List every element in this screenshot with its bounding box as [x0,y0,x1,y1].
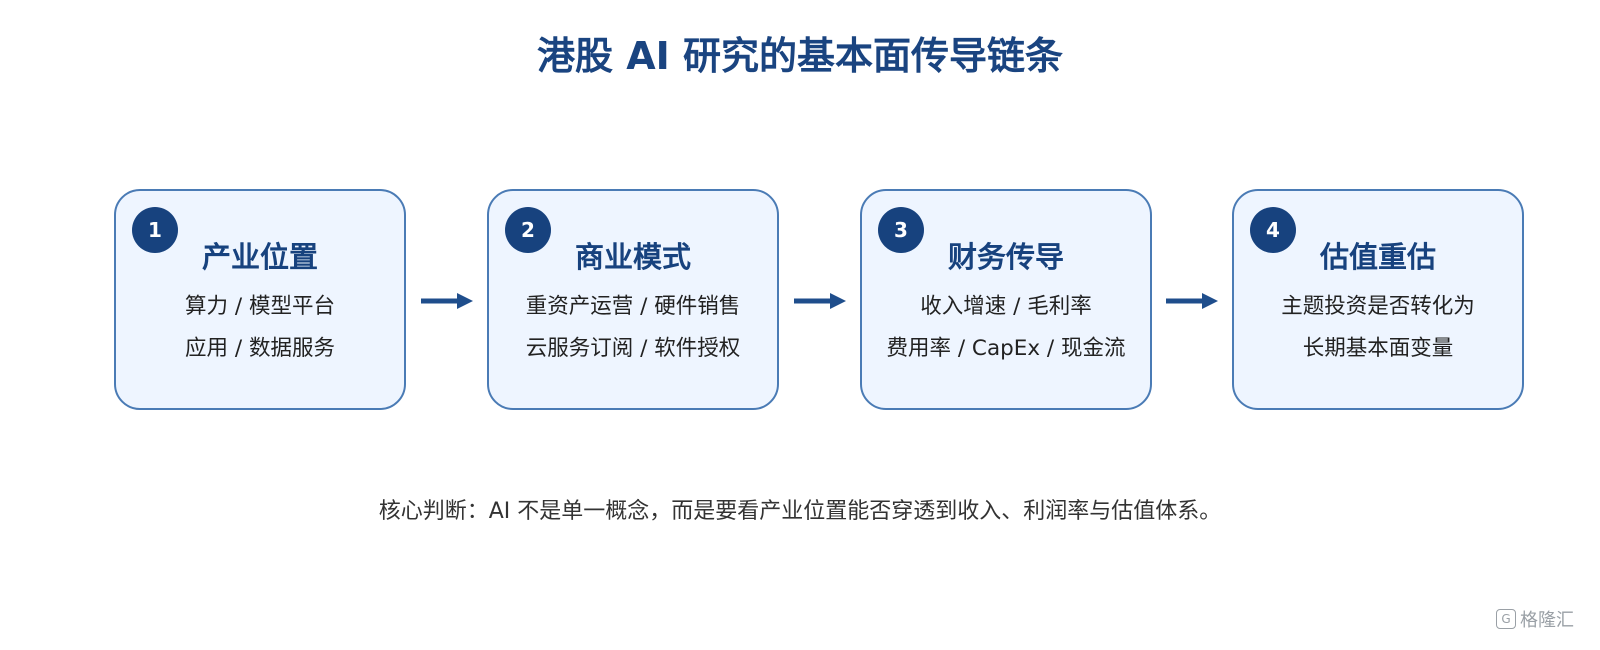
step-title: 估值重估 [1319,240,1436,274]
step-number-badge: 3 [878,207,924,253]
step-detail-line-2: 费用率 / CapEx / 现金流 [886,336,1126,361]
step-detail-line-2: 长期基本面变量 [1302,336,1454,361]
watermark: G 格隆汇 [1496,606,1574,632]
step-title: 商业模式 [574,240,691,274]
flow-arrow-icon [1166,293,1218,309]
step-title: 财务传导 [947,240,1064,274]
step-number-badge: 4 [1250,207,1296,253]
step-detail-line-2: 云服务订阅 / 软件授权 [525,336,741,361]
step-detail-line-1: 主题投资是否转化为 [1281,294,1475,319]
step-card-4: 4 估值重估 主题投资是否转化为 长期基本面变量 [1232,189,1524,410]
step-detail-line-1: 重资产运营 / 硬件销售 [525,294,741,319]
watermark-text: 格隆汇 [1520,610,1574,631]
step-detail-line-1: 收入增速 / 毛利率 [920,294,1092,319]
page-title: 港股 AI 研究的基本面传导链条 [536,34,1063,78]
step-number-badge: 1 [132,207,178,253]
summary-text: 核心判断：AI 不是单一概念，而是要看产业位置能否穿透到收入、利润率与估值体系。 [378,499,1222,524]
flow-arrow-icon [421,293,473,309]
step-detail-line-1: 算力 / 模型平台 [185,294,335,319]
gelonghui-logo-icon: G [1496,609,1516,629]
step-number-badge: 2 [505,207,551,253]
step-card-3: 3 财务传导 收入增速 / 毛利率 费用率 / CapEx / 现金流 [860,189,1152,410]
step-card-1: 1 产业位置 算力 / 模型平台 应用 / 数据服务 [114,189,406,410]
step-card-2: 2 商业模式 重资产运营 / 硬件销售 云服务订阅 / 软件授权 [487,189,779,410]
flow-arrow-icon [794,293,846,309]
step-detail-line-2: 应用 / 数据服务 [185,336,335,361]
step-title: 产业位置 [201,240,318,274]
